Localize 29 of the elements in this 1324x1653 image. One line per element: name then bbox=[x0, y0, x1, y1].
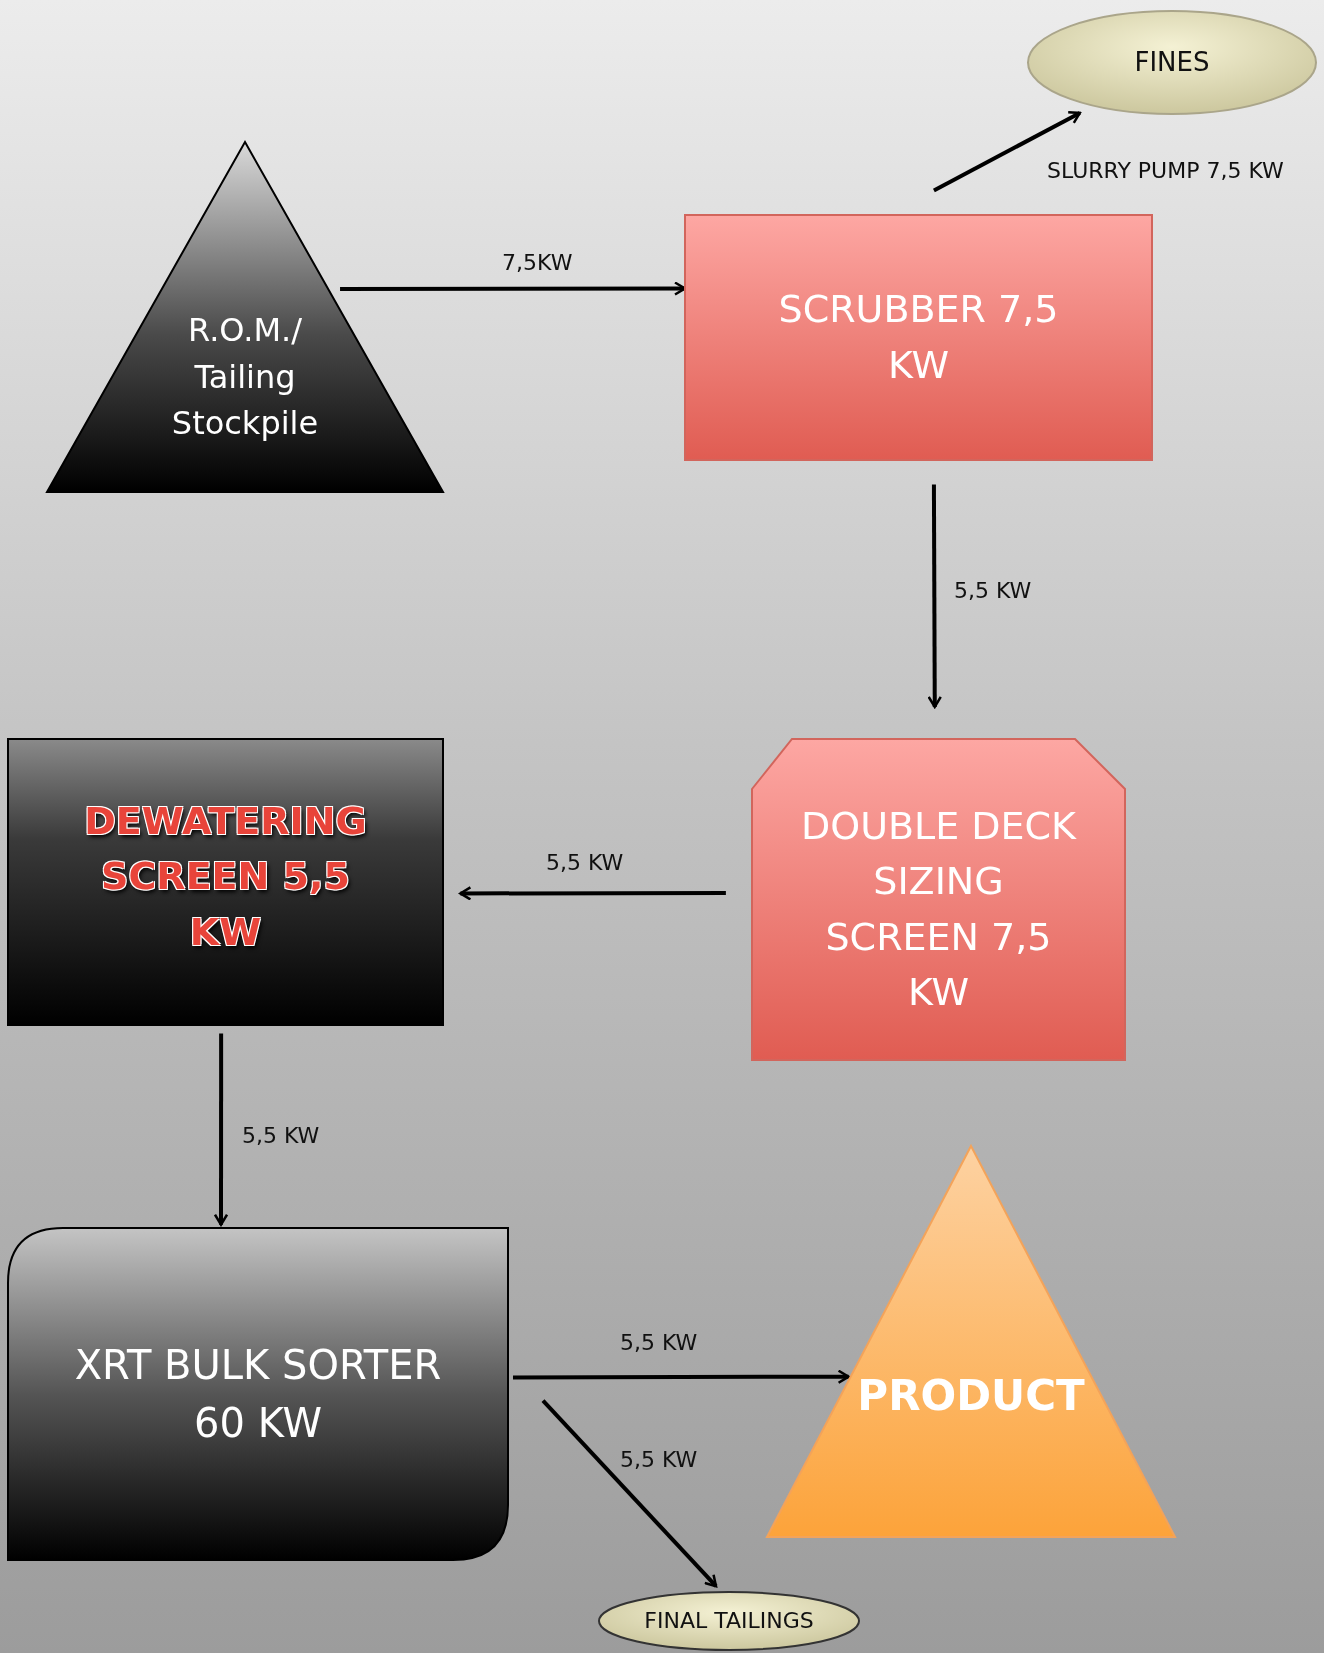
node-label: DOUBLE DECK SIZING SCREEN 7,5 KW bbox=[799, 803, 1078, 1016]
edge-label: 7,5KW bbox=[502, 250, 573, 275]
process-box bbox=[752, 739, 1125, 1060]
node-label: XRT BULK SORTER 60 KW bbox=[73, 1341, 443, 1448]
arrow bbox=[459, 886, 726, 901]
output-ellipse bbox=[1028, 11, 1316, 114]
arrow bbox=[513, 1369, 850, 1384]
arrow bbox=[932, 111, 1082, 193]
edge-label: SLURRY PUMP 7,5 KW bbox=[1047, 158, 1284, 183]
edge-label: 5,5 KW bbox=[954, 578, 1032, 603]
node-label: FINAL TAILINGS bbox=[644, 1607, 814, 1636]
stockpile-triangle bbox=[47, 142, 443, 492]
process-box bbox=[8, 1228, 508, 1560]
node-label: PRODUCT bbox=[857, 1370, 1085, 1423]
edge-label: 5,5 KW bbox=[546, 850, 624, 875]
arrow bbox=[541, 1399, 718, 1588]
edge-label: 5,5 KW bbox=[620, 1330, 698, 1355]
arrow bbox=[213, 1033, 229, 1226]
node-label: DEWATERING SCREEN 5,5 KW bbox=[83, 798, 368, 956]
edge-label: 5,5 KW bbox=[620, 1447, 698, 1472]
process-box bbox=[685, 215, 1152, 460]
process-box bbox=[8, 739, 443, 1025]
arrow bbox=[927, 484, 942, 709]
product-triangle bbox=[767, 1146, 1175, 1537]
edge-label: 5,5 KW bbox=[242, 1123, 320, 1148]
output-ellipse bbox=[599, 1592, 859, 1650]
node-label: SCRUBBER 7,5 KW bbox=[777, 286, 1060, 389]
node-label: R.O.M./ Tailing Stockpile bbox=[170, 310, 320, 445]
node-label: FINES bbox=[1134, 45, 1210, 79]
